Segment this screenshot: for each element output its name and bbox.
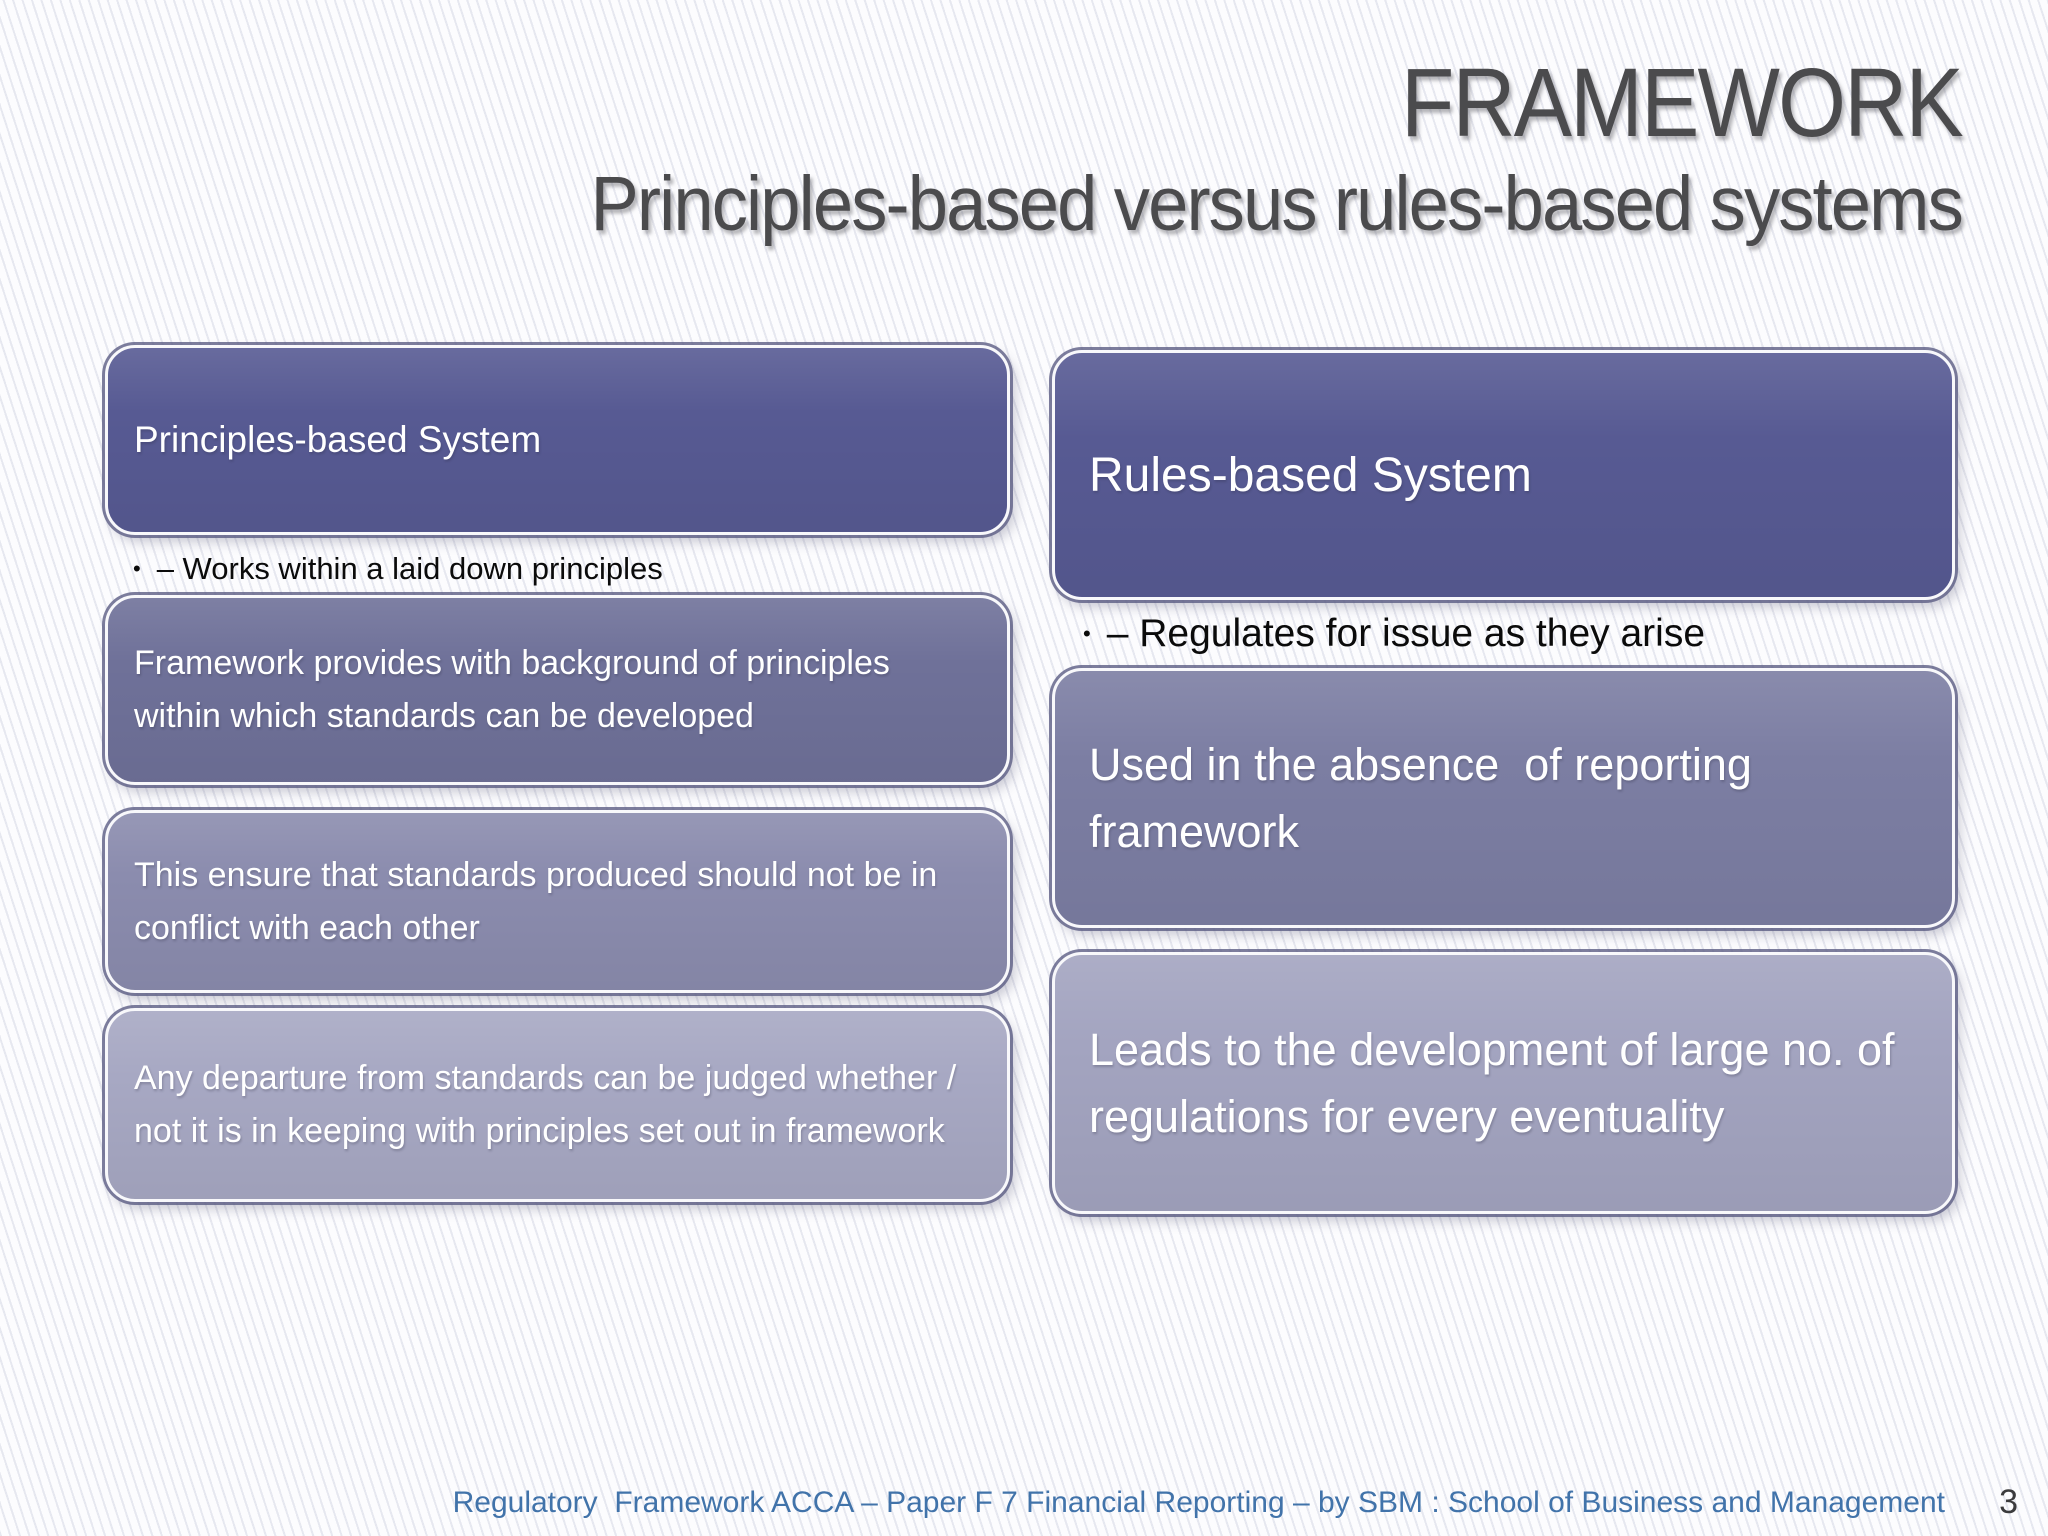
principles-box-3: Any departure from standards can be judg…	[105, 1008, 1010, 1202]
rules-bullet-line: • – Regulates for issue as they arise	[1083, 610, 1705, 658]
slide-subtitle: Principles-based versus rules-based syst…	[590, 160, 1964, 247]
rules-bullet-text: – Regulates for issue as they arise	[1106, 612, 1706, 655]
principles-box-1: Framework provides with background of pr…	[105, 595, 1010, 785]
bullet-dot: •	[1083, 621, 1091, 646]
principles-box-2-text: This ensure that standards produced shou…	[134, 855, 938, 947]
principles-box-2: This ensure that standards produced shou…	[105, 810, 1010, 993]
rules-header-box: Rules-based System	[1052, 350, 1955, 600]
rules-box-2-text: Leads to the development of large no. of…	[1089, 1023, 1908, 1143]
rules-box-1-text: Used in the absence of reporting framewo…	[1089, 738, 1765, 858]
title-block: FRAMEWORK Principles-based versus rules-…	[503, 48, 1964, 247]
principles-header-box: Principles-based System	[105, 345, 1010, 535]
rules-box-2: Leads to the development of large no. of…	[1052, 952, 1955, 1214]
principles-box-3-text: Any departure from standards can be judg…	[134, 1059, 957, 1150]
rules-box-1: Used in the absence of reporting framewo…	[1052, 668, 1955, 928]
slide-title: FRAMEWORK	[1401, 48, 1964, 157]
principles-header-label: Principles-based System	[134, 419, 542, 460]
principles-bullet-text: – Works within a laid down principles	[156, 551, 663, 586]
bullet-dot: •	[133, 556, 141, 581]
footer-text: Regulatory Framework ACCA – Paper F 7 Fi…	[452, 1486, 1945, 1519]
rules-header-label: Rules-based System	[1089, 448, 1532, 502]
principles-bullet-line: • – Works within a laid down principles	[133, 548, 663, 590]
principles-box-1-text: Framework provides with background of pr…	[134, 644, 890, 735]
page-number: 3	[1999, 1483, 2018, 1521]
